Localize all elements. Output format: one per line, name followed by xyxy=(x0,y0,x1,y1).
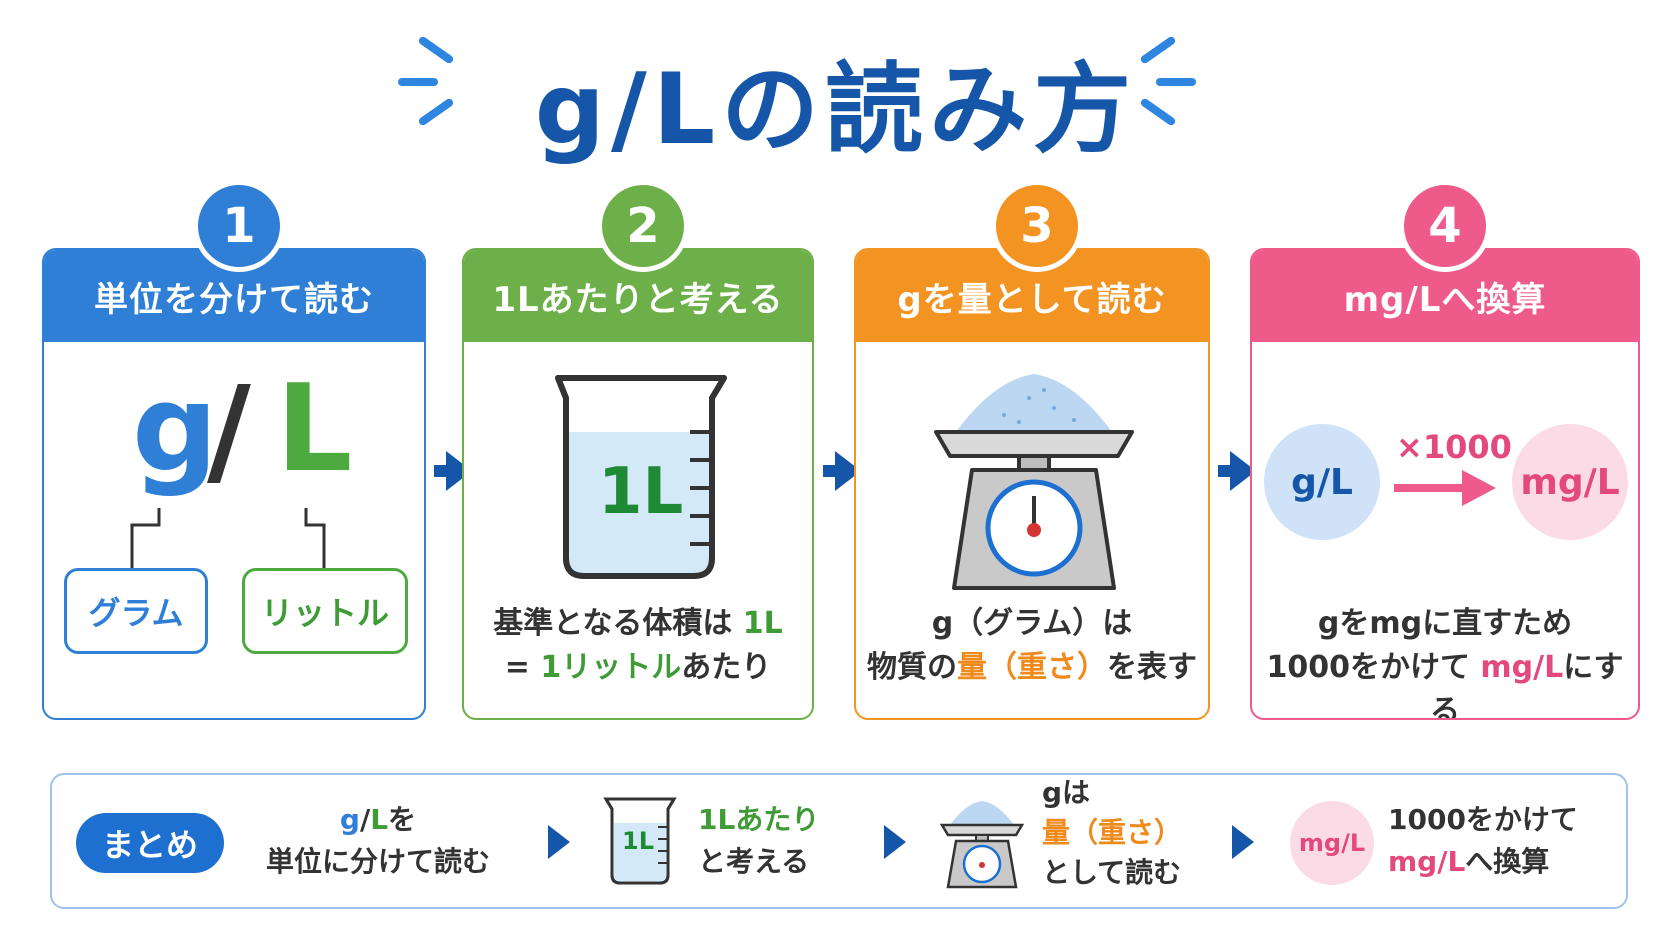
step-card-2: 1Lあたりと考える 1L 基準となる体積は 1L = 1リットルあたり xyxy=(462,248,814,720)
step-3-desc-a: 物質の xyxy=(867,650,957,685)
title-sparkle-left-mid xyxy=(398,78,438,86)
step-3-badge: 3 xyxy=(991,180,1083,272)
summary-item-4-kansan: へ換算 xyxy=(1465,845,1550,878)
step-2-badge: 2 xyxy=(597,180,689,272)
step-4-desc-line1: gをmgに直すため xyxy=(1317,606,1573,641)
summary-beaker-label: 1L xyxy=(622,827,654,855)
symbol-g: g xyxy=(132,360,218,499)
scale-icon xyxy=(934,374,1134,590)
tag-liter: リットル xyxy=(242,568,408,654)
step-3-desc-line1: g（グラム）は xyxy=(931,606,1133,641)
summary-item-3-line1: gは xyxy=(1042,776,1091,809)
summary-mgl-circle: mg/L xyxy=(1290,801,1374,885)
circle-mg-per-l: mg/L xyxy=(1512,424,1628,540)
summary-item-4-line1: 1000をかけて xyxy=(1388,803,1578,836)
step-4-description: gをmgに直すため 1000をかけて mg/Lにする xyxy=(1252,602,1638,720)
step-card-3: gを量として読む g（グラム）は 物質の量（重さ）を表す xyxy=(854,248,1210,720)
summary-scale-icon xyxy=(940,801,1024,889)
step-1-badge: 1 xyxy=(193,180,285,272)
step-2-desc-liter: 1リットル xyxy=(540,650,682,685)
summary-item-2-line1: 1Lあたり xyxy=(698,803,820,836)
summary-item-4-mgl: mg/L xyxy=(1388,845,1466,878)
page-title: g/Lの読み方 xyxy=(534,53,1138,167)
summary-item-3-line3: として読む xyxy=(1042,856,1182,889)
summary-label: まとめ xyxy=(76,813,224,873)
summary-item-2: 1Lあたり と考える xyxy=(698,799,819,883)
beaker-label: 1L xyxy=(598,455,684,529)
summary-arrow-1 xyxy=(548,825,570,859)
summary-item-4: 1000をかけて mg/Lへ換算 xyxy=(1388,799,1578,883)
tag-gram: グラム xyxy=(64,568,208,654)
summary-box: まとめ g/Lを 単位に分けて読む 1L 1Lあたり と考える gは 量（重さ）… xyxy=(50,773,1628,909)
summary-beaker-icon xyxy=(603,797,677,885)
summary-wo: を xyxy=(388,803,417,836)
symbol-l: L xyxy=(276,360,353,499)
summary-item-3: gは 量（重さ） として読む xyxy=(1042,773,1182,893)
symbol-slash: / xyxy=(207,362,251,501)
step-4-badge: 4 xyxy=(1399,180,1491,272)
summary-item-1-line2: 単位に分けて読む xyxy=(265,845,490,878)
title-sparkle-right-mid xyxy=(1156,78,1196,86)
multiplier-label: ×1000 xyxy=(1396,428,1512,466)
step-card-4: mg/Lへ換算 g/L ×1000 mg/L gをmgに直すため 1000をかけ… xyxy=(1250,248,1640,720)
arrow-right-icon xyxy=(1394,470,1496,506)
beaker-icon xyxy=(555,375,727,579)
step-3-desc-weight: 量（重さ） xyxy=(957,650,1107,685)
step-4-desc-a: 1000をかけて xyxy=(1266,650,1481,685)
summary-g: g xyxy=(339,803,360,836)
summary-arrow-3 xyxy=(1232,825,1254,859)
step-4-desc-c: にする xyxy=(1430,650,1624,720)
step-2-desc-equals: = xyxy=(504,650,541,685)
circle-g-per-l: g/L xyxy=(1264,424,1380,540)
step-2-desc-atari: あたり xyxy=(681,650,772,685)
connector-lines xyxy=(130,508,326,568)
summary-arrow-2 xyxy=(884,825,906,859)
summary-l: L xyxy=(370,803,389,836)
step-card-1: 単位を分けて読む g / L グラム リットル xyxy=(42,248,426,720)
summary-item-3-line2: 量（重さ） xyxy=(1042,816,1183,849)
step-4-desc-mgl: mg/L xyxy=(1480,650,1564,685)
step-2-description: 基準となる体積は 1L = 1リットルあたり xyxy=(464,602,812,690)
summary-item-2-line2: と考える xyxy=(698,845,810,878)
summary-item-1: g/Lを 単位に分けて読む xyxy=(258,799,498,883)
step-3-description: g（グラム）は 物質の量（重さ）を表す xyxy=(856,602,1208,690)
step-3-desc-c: を表す xyxy=(1107,650,1197,685)
step-2-desc-line1: 基準となる体積は xyxy=(493,606,743,641)
step-2-desc-1l: 1L xyxy=(742,606,783,641)
summary-slash: / xyxy=(359,803,371,836)
